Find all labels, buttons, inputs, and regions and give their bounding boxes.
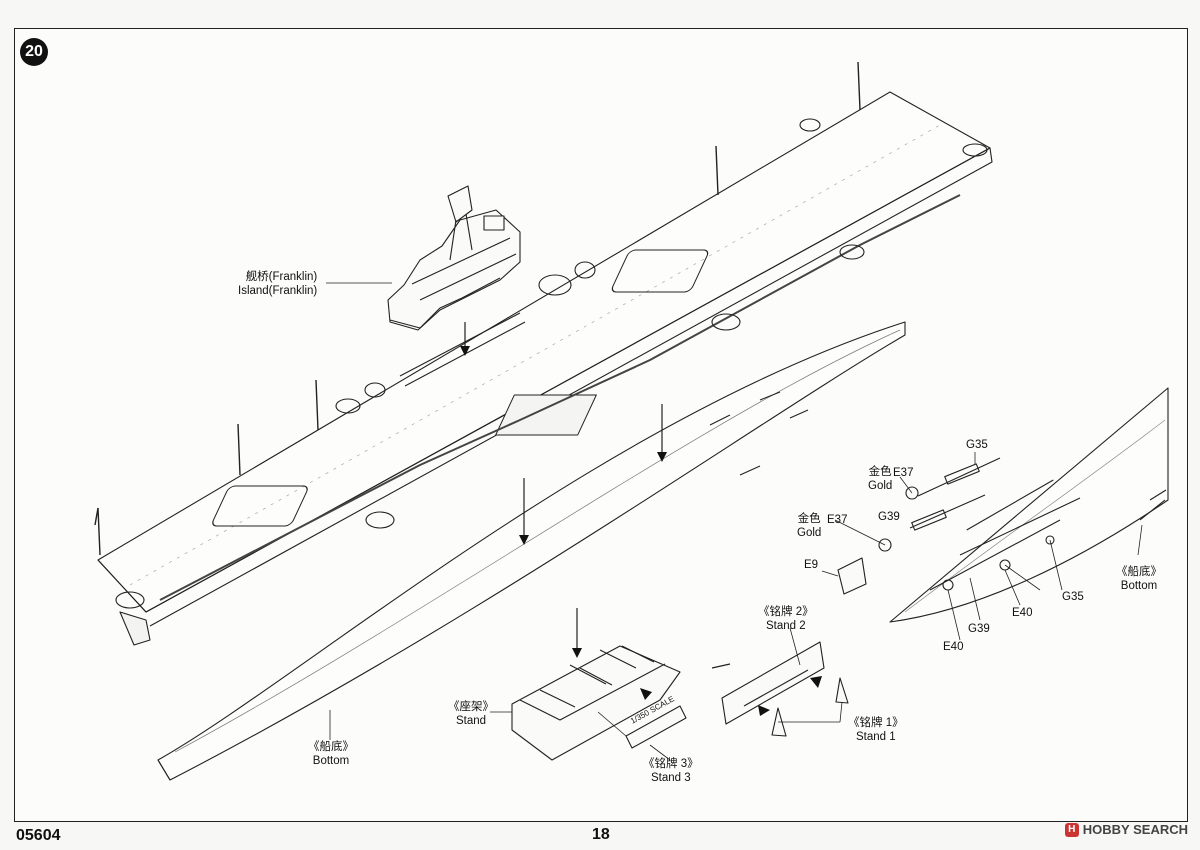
part-e37-label-b: E37: [827, 514, 848, 526]
stand-label: 《座架》 Stand: [448, 700, 494, 728]
gold-paint-note-2-cn: 金色: [797, 513, 821, 525]
gold-paint-note-1: 金色 Gold: [868, 465, 892, 493]
part-e37-label-a: E37: [893, 467, 914, 479]
stand3-label-cn: 《铭牌 3》: [643, 758, 699, 770]
propeller-shafts: [837, 457, 1081, 595]
gold-paint-note-2: 金色 Gold: [797, 512, 821, 540]
part-e9-label: E9: [804, 559, 819, 571]
island-superstructure: [387, 185, 521, 331]
stand-label-en: Stand: [455, 715, 487, 727]
page-number: 18: [592, 826, 610, 843]
stand2-label-cn: 《铭牌 2》: [758, 606, 814, 618]
gold-paint-note-2-en: Gold: [797, 527, 822, 539]
hull-bottom-label: 《船底》 Bottom: [308, 740, 354, 768]
step-number-badge: 20: [20, 38, 48, 66]
stand-label-cn: 《座架》: [448, 701, 494, 713]
catalog-number: 05604: [16, 827, 61, 844]
side-hull-bottom-label-en: Bottom: [1120, 580, 1158, 592]
part-g35-label-b: G35: [1062, 591, 1084, 603]
hull-bottom-label-en: Bottom: [312, 755, 350, 767]
part-e40-label-a: E40: [1012, 607, 1033, 619]
gold-paint-note-1-cn: 金色: [868, 466, 892, 478]
name-plate-stand3: [625, 705, 687, 749]
hull-bottom-label-cn: 《船底》: [308, 741, 354, 753]
hull-bottom-main: [157, 321, 906, 781]
side-hull-bottom-label-cn: 《船底》: [1116, 566, 1162, 578]
island-label-en: Island(Franklin): [238, 285, 318, 297]
watermark-logo-icon: H: [1064, 822, 1079, 837]
hull-bottom-side: [889, 387, 1169, 623]
watermark: H HOBBY SEARCH: [1064, 822, 1188, 837]
stand3-label: 《铭牌 3》 Stand 3: [643, 757, 699, 785]
island-label-cn: 舰桥(Franklin): [245, 271, 318, 283]
side-hull-bottom-label: 《船底》 Bottom: [1116, 565, 1162, 593]
name-plate-stand2: [721, 641, 825, 725]
stand1-label-en: Stand 1: [855, 731, 896, 743]
leader-lines: [326, 282, 1143, 761]
assembly-arrows: [464, 322, 731, 669]
radio-masts: [94, 61, 861, 556]
part-g39-label-a: G39: [878, 511, 900, 523]
part-e40-label-b: E40: [943, 641, 964, 653]
gun-tubs: [115, 118, 988, 609]
flight-deck: [94, 61, 993, 646]
part-g35-label-a: G35: [966, 439, 988, 451]
stand2-label: 《铭牌 2》 Stand 2: [758, 605, 814, 633]
stand3-label-en: Stand 3: [650, 772, 691, 784]
display-stand: [511, 645, 681, 761]
stand1-label: 《铭牌 1》 Stand 1: [848, 716, 904, 744]
watermark-text: HOBBY SEARCH: [1082, 822, 1188, 837]
gold-paint-note-1-en: Gold: [868, 480, 893, 492]
part-g39-label-b: G39: [968, 623, 990, 635]
island-label: 舰桥(Franklin) Island(Franklin): [238, 270, 317, 298]
stand1-label-cn: 《铭牌 1》: [848, 717, 904, 729]
stand2-label-en: Stand 2: [765, 620, 806, 632]
